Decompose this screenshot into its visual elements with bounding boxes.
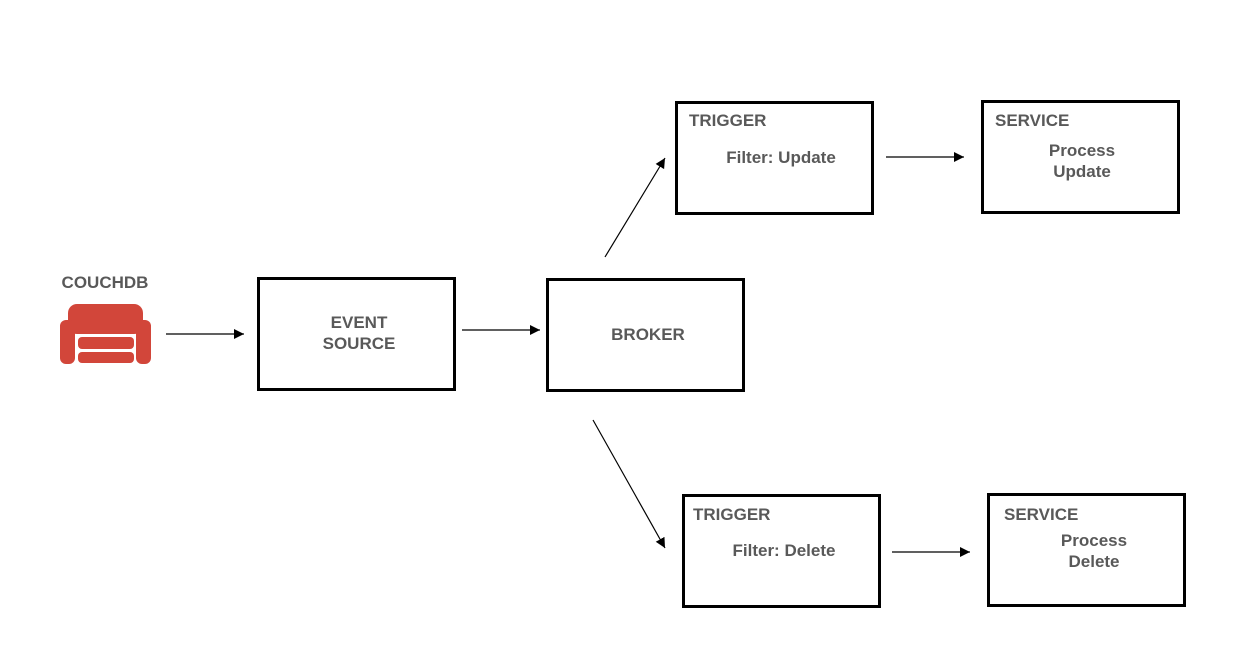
- service-delete-title: SERVICE: [1004, 505, 1078, 524]
- broker-box: [546, 278, 745, 392]
- arrow-broker-to-trigger-update: [604, 157, 666, 258]
- event-source-label-line1: EVENT: [331, 313, 388, 332]
- trigger-update-node: TRIGGER Filter: Update: [675, 101, 874, 215]
- service-delete-node: SERVICE Process Delete: [987, 493, 1186, 607]
- service-update-title: SERVICE: [995, 111, 1069, 130]
- couchdb-label: COUCHDB: [62, 273, 149, 292]
- trigger-update-filter: Filter: Update: [726, 148, 836, 167]
- service-update-line2: Update: [1053, 162, 1111, 181]
- service-delete-line1: Process: [1061, 531, 1127, 550]
- trigger-delete-node: TRIGGER Filter: Delete: [682, 494, 881, 608]
- broker-node: BROKER: [546, 278, 745, 392]
- trigger-delete-filter: Filter: Delete: [733, 541, 836, 560]
- service-delete-line2: Delete: [1068, 552, 1119, 571]
- service-update-node: SERVICE Process Update: [981, 100, 1180, 214]
- couch-icon: [60, 304, 151, 364]
- event-source-node: EVENT SOURCE: [257, 277, 456, 391]
- couchdb-source: COUCHDB: [60, 273, 151, 364]
- trigger-update-box: [675, 101, 874, 215]
- arrow-broker-to-trigger-delete: [592, 419, 666, 549]
- event-source-label-line2: SOURCE: [323, 334, 396, 353]
- trigger-delete-title: TRIGGER: [693, 505, 770, 524]
- trigger-delete-box: [682, 494, 881, 608]
- service-delete-box: [987, 493, 1186, 607]
- trigger-update-title: TRIGGER: [689, 111, 766, 130]
- broker-label: BROKER: [611, 325, 685, 344]
- event-source-box: [257, 277, 456, 391]
- service-update-line1: Process: [1049, 141, 1115, 160]
- service-update-box: [981, 100, 1180, 214]
